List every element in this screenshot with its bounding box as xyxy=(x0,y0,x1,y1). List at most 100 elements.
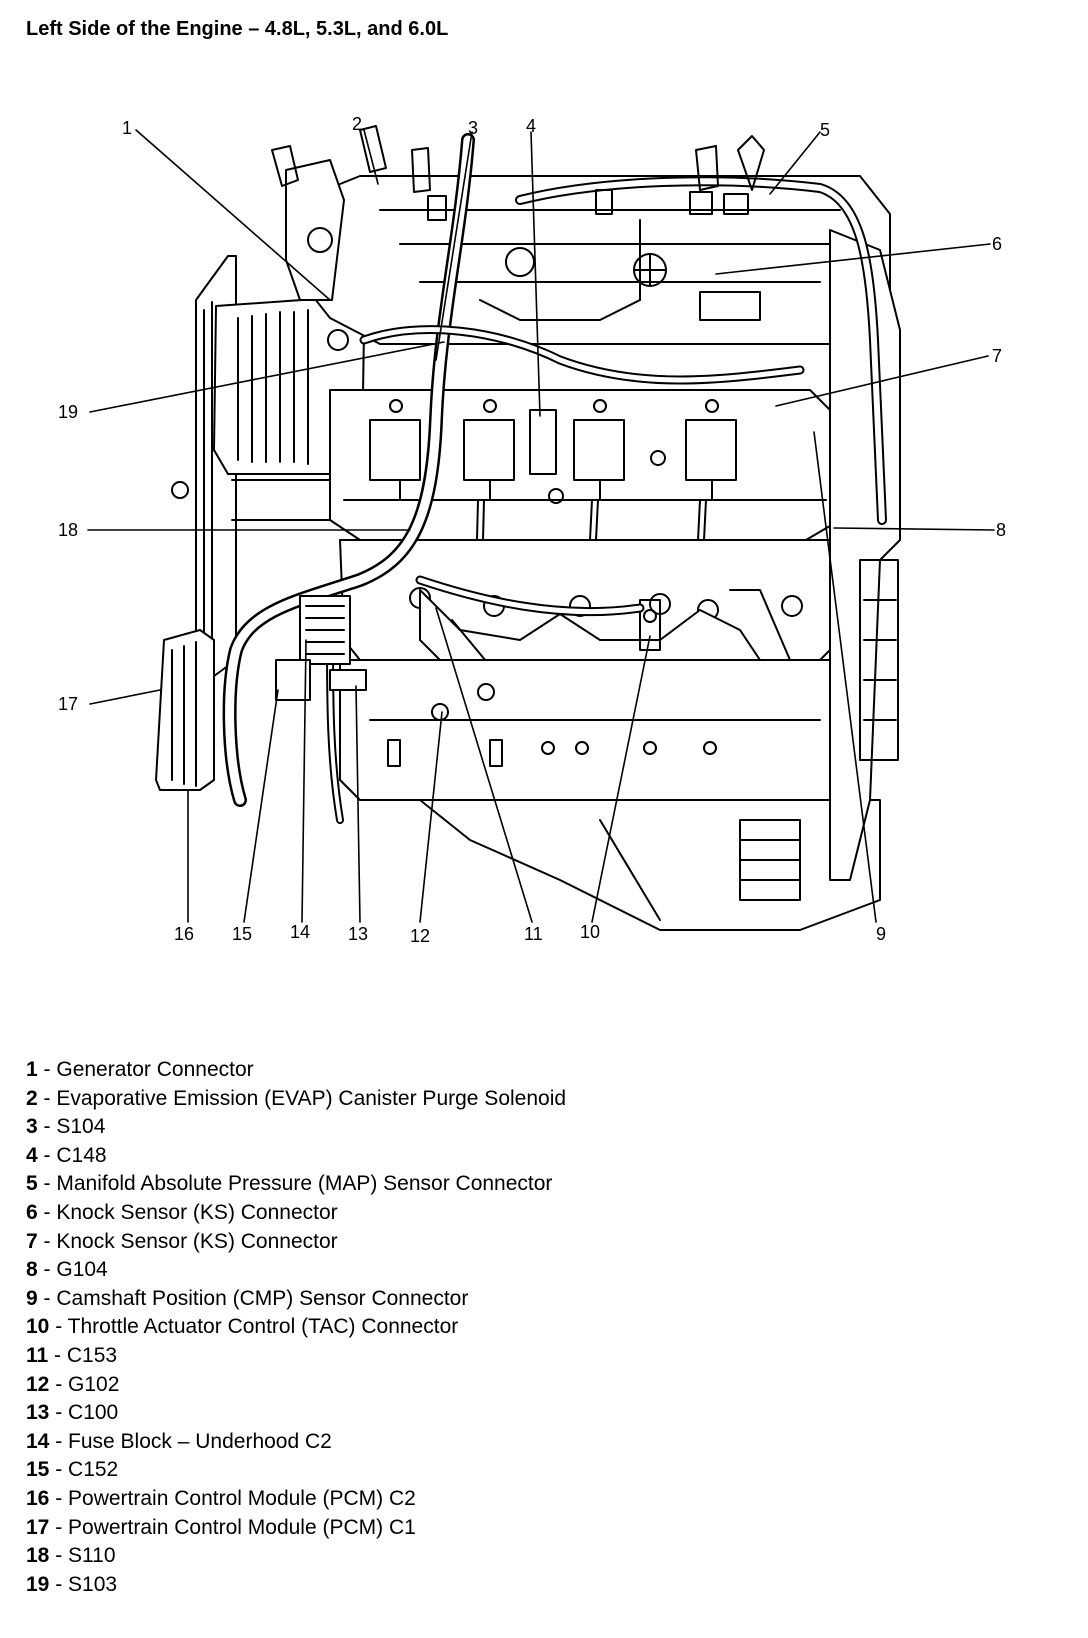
legend-separator: - xyxy=(48,1343,67,1367)
legend-text: G102 xyxy=(68,1372,120,1396)
legend-item: 4 - C148 xyxy=(26,1142,566,1171)
legend-text: C148 xyxy=(56,1143,107,1167)
leader-10 xyxy=(591,635,651,923)
legend-text: Evaporative Emission (EVAP) Canister Pur… xyxy=(56,1086,567,1110)
legend-text: S110 xyxy=(68,1544,116,1568)
callout-14: 14 xyxy=(290,922,310,942)
leader-15 xyxy=(243,689,279,923)
engine-diagram: 1 2 3 4 5 6 7 8 9 10 11 12 13 14 15 16 1… xyxy=(58,114,1006,946)
callout-labels: 1 2 3 4 5 6 7 8 9 10 11 12 13 14 15 16 1… xyxy=(58,114,1006,946)
legend-number: 4 xyxy=(26,1143,38,1167)
callout-11: 11 xyxy=(524,924,543,944)
leader-11 xyxy=(435,607,533,923)
legend-separator: - xyxy=(49,1429,69,1453)
legend-number: 19 xyxy=(26,1572,50,1596)
callout-4: 4 xyxy=(526,116,536,136)
valve-cover xyxy=(329,389,841,541)
callout-3: 3 xyxy=(468,118,478,138)
legend-item: 17 - Powertrain Control Module (PCM) C1 xyxy=(26,1514,566,1543)
legend-item: 3 - S104 xyxy=(26,1113,566,1142)
fuse-block-connector xyxy=(275,595,367,701)
legend-separator: - xyxy=(49,1401,69,1425)
legend-number: 18 xyxy=(26,1544,50,1568)
legend-number: 8 xyxy=(26,1258,38,1282)
leader-2 xyxy=(363,129,379,185)
leader-8 xyxy=(833,527,995,531)
legend-text: C152 xyxy=(68,1458,119,1482)
leader-13 xyxy=(355,685,361,923)
legend-text: Fuse Block – Underhood C2 xyxy=(68,1429,332,1453)
legend-text: Powertrain Control Module (PCM) C1 xyxy=(68,1515,416,1539)
leader-12 xyxy=(419,711,443,923)
leader-1 xyxy=(135,129,331,301)
legend-text: G104 xyxy=(56,1258,108,1282)
legend-separator: - xyxy=(49,1544,69,1568)
leader-3 xyxy=(435,131,473,361)
callout-2: 2 xyxy=(352,114,362,134)
callout-17: 17 xyxy=(58,694,78,714)
legend-separator: - xyxy=(37,1286,57,1310)
legend-number: 12 xyxy=(26,1372,50,1396)
legend-number: 11 xyxy=(26,1343,49,1367)
leader-17 xyxy=(89,689,161,705)
legend-number: 15 xyxy=(26,1458,50,1482)
callout-legend: 1 - Generator Connector 2 - Evaporative … xyxy=(26,1056,566,1599)
legend-number: 14 xyxy=(26,1429,50,1453)
legend-item: 18 - S110 xyxy=(26,1542,566,1571)
legend-separator: - xyxy=(37,1058,57,1081)
callout-15: 15 xyxy=(232,924,252,944)
legend-item: 15 - C152 xyxy=(26,1456,566,1485)
legend-text: S104 xyxy=(56,1115,106,1139)
legend-text: Knock Sensor (KS) Connector xyxy=(56,1229,338,1253)
callout-5: 5 xyxy=(820,120,830,140)
callout-13: 13 xyxy=(348,924,368,944)
legend-separator: - xyxy=(37,1115,57,1139)
engine-illustration xyxy=(155,125,901,931)
legend-item: 13 - C100 xyxy=(26,1399,566,1428)
legend-number: 17 xyxy=(26,1515,50,1539)
legend-separator: - xyxy=(49,1315,68,1339)
legend-number: 16 xyxy=(26,1486,50,1510)
legend-text: Knock Sensor (KS) Connector xyxy=(56,1200,338,1224)
legend-number: 7 xyxy=(26,1229,38,1253)
leader-19 xyxy=(89,341,445,413)
leader-6 xyxy=(715,243,991,275)
callout-9: 9 xyxy=(876,924,886,944)
legend-number: 13 xyxy=(26,1401,50,1425)
legend-text: C153 xyxy=(66,1343,118,1367)
legend-separator: - xyxy=(49,1458,69,1482)
legend-number: 3 xyxy=(26,1115,38,1139)
callout-8: 8 xyxy=(996,520,1006,540)
legend-item: 19 - S103 xyxy=(26,1571,566,1600)
callout-7: 7 xyxy=(992,346,1002,366)
callout-16: 16 xyxy=(174,924,194,944)
oil-pan xyxy=(419,799,881,931)
legend-separator: - xyxy=(37,1258,57,1282)
legend-text: Manifold Absolute Pressure (MAP) Sensor … xyxy=(56,1172,553,1196)
legend-item: 5 - Manifold Absolute Pressure (MAP) Sen… xyxy=(26,1170,566,1199)
leader-4 xyxy=(530,131,541,417)
legend-item: 7 - Knock Sensor (KS) Connector xyxy=(26,1228,566,1257)
legend-number: 9 xyxy=(26,1286,38,1310)
callout-18: 18 xyxy=(58,520,78,540)
callout-12: 12 xyxy=(410,926,430,946)
legend-separator: - xyxy=(37,1143,57,1167)
legend-number: 10 xyxy=(26,1315,50,1339)
legend-separator: - xyxy=(49,1572,69,1596)
pcm-module xyxy=(155,629,215,791)
leader-7 xyxy=(775,355,989,407)
legend-number: 2 xyxy=(26,1086,38,1110)
legend-number: 5 xyxy=(26,1172,38,1196)
legend-text: Powertrain Control Module (PCM) C2 xyxy=(68,1486,416,1510)
page-title: Left Side of the Engine – 4.8L, 5.3L, an… xyxy=(26,18,449,40)
legend-item: 6 - Knock Sensor (KS) Connector xyxy=(26,1199,566,1228)
legend-item: 9 - Camshaft Position (CMP) Sensor Conne… xyxy=(26,1285,566,1314)
legend-separator: - xyxy=(37,1172,57,1196)
legend-item: 1 - Generator Connector xyxy=(26,1056,566,1085)
legend-item: 16 - Powertrain Control Module (PCM) C2 xyxy=(26,1485,566,1514)
legend-separator: - xyxy=(37,1200,57,1224)
callout-1: 1 xyxy=(122,118,132,138)
legend-separator: - xyxy=(37,1086,57,1110)
legend-text: Generator Connector xyxy=(56,1058,254,1081)
legend-text: C100 xyxy=(68,1401,119,1425)
